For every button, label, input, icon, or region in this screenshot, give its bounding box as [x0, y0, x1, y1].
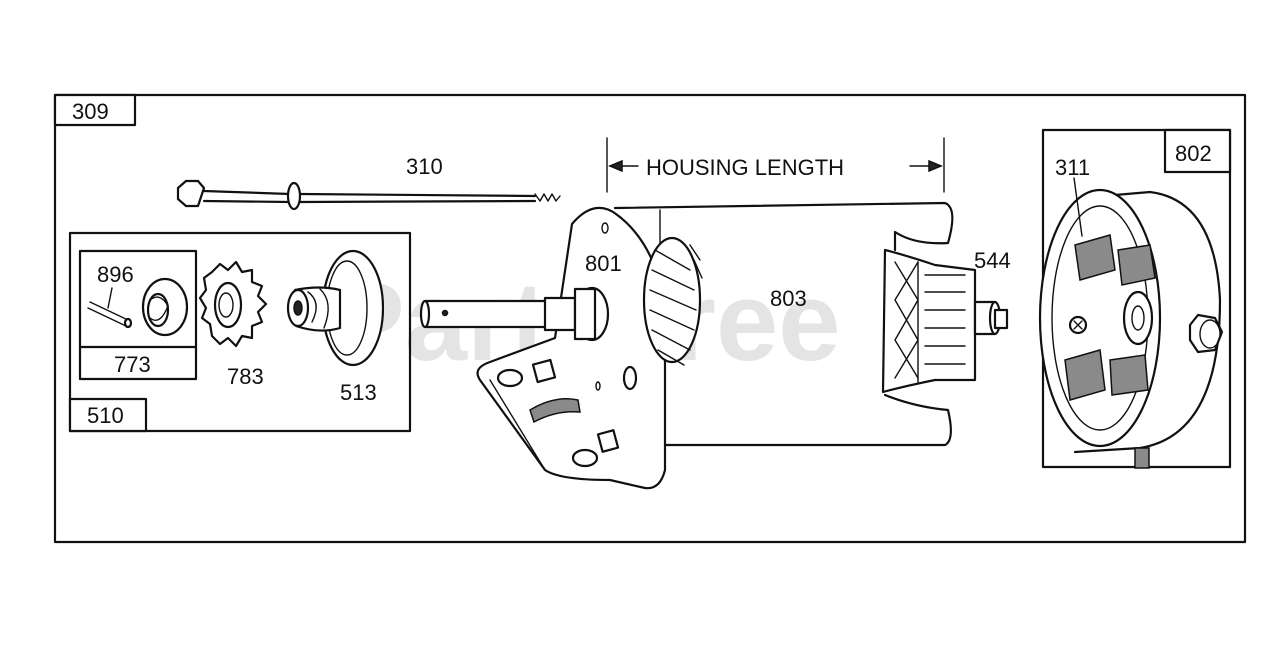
- drive-kit-label-box: [68, 397, 148, 433]
- label-309: 309: [72, 99, 109, 124]
- drive-end-cap-801: [419, 206, 703, 490]
- label-896: 896: [97, 262, 134, 287]
- end-cap-assembly-802: [1038, 177, 1224, 469]
- housing-length-dimension: [606, 137, 945, 193]
- helix-513: [286, 249, 385, 367]
- armature-544: [881, 248, 1009, 394]
- label-544: 544: [974, 248, 1011, 273]
- label-801: 801: [585, 251, 622, 276]
- gear-783: [198, 260, 268, 348]
- retainer-773: [141, 277, 189, 337]
- label-773: 773: [114, 352, 151, 377]
- label-513: 513: [340, 380, 377, 405]
- drive-kit-frame: [68, 231, 412, 433]
- housing-length-label: HOUSING LENGTH: [646, 155, 844, 180]
- label-783: 783: [227, 364, 264, 389]
- assembly-frame: [53, 93, 1247, 544]
- label-803: 803: [770, 286, 807, 311]
- end-cap-label-box: [1163, 128, 1232, 174]
- pin-retainer-frame: [78, 249, 198, 381]
- label-802: 802: [1175, 141, 1212, 166]
- assembly-label-box: [53, 93, 137, 127]
- label-311: 311: [1055, 155, 1090, 180]
- through-bolt-310: [176, 179, 561, 211]
- pin-896: [87, 287, 133, 329]
- label-310: 310: [406, 154, 443, 179]
- label-510: 510: [87, 403, 124, 428]
